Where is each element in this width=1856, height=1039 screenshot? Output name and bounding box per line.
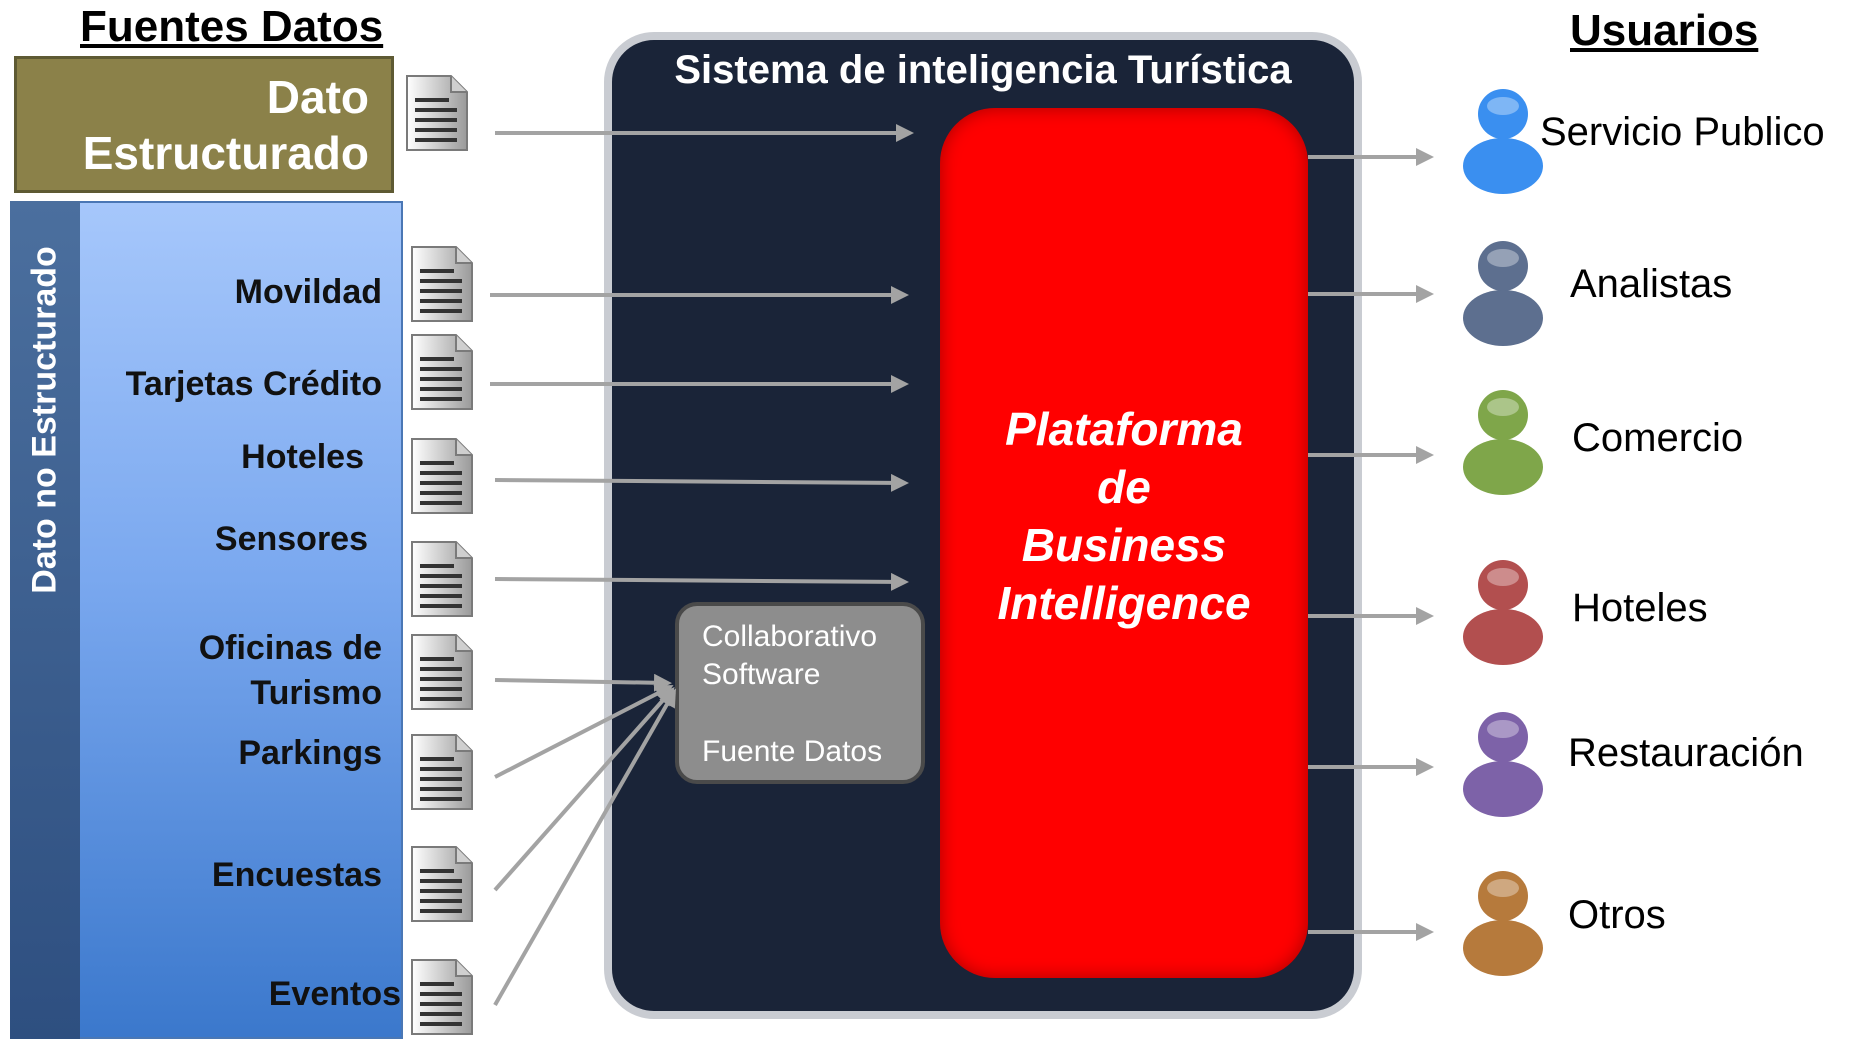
source-parkings: Parkings	[238, 734, 382, 772]
sources-header: Fuentes Datos	[80, 2, 384, 51]
arrow-eventos	[493, 688, 676, 1006]
bi-line-3: Business	[1021, 519, 1227, 571]
source-sensores: Sensores	[214, 520, 368, 558]
person-icon	[1463, 241, 1543, 346]
structured-data-label: Dato Estructurado	[83, 69, 369, 181]
source-hoteles: Hoteles	[241, 438, 364, 476]
arrow-hoteles	[494, 473, 909, 492]
bi-line-2: de	[1097, 461, 1151, 513]
user-otros: Otros	[1568, 893, 1666, 937]
document-icon	[411, 734, 473, 810]
person-icon	[1463, 390, 1543, 495]
source-eventos: Eventos	[268, 975, 401, 1013]
collab-line-1: Collaborativo	[702, 620, 878, 653]
bi-line-1: Plataforma	[1005, 403, 1243, 455]
source-encuestas: Encuestas	[211, 856, 382, 894]
source-oficinas-line1: Oficinas de	[198, 629, 382, 667]
source-tarjetas-credito: Tarjetas Crédito	[125, 365, 382, 403]
document-icon	[411, 438, 473, 514]
document-icon	[411, 846, 473, 922]
tourism-system-title: Sistema de inteligencia Turística	[674, 48, 1292, 92]
arrow-parkings	[494, 685, 674, 779]
document-icon	[411, 334, 473, 410]
source-movildad: Movildad	[234, 273, 382, 311]
structured-line-1: Dato	[266, 71, 369, 123]
structured-data-box: Dato Estructurado	[14, 56, 394, 193]
bi-platform-box	[940, 108, 1308, 978]
person-icon	[1463, 560, 1543, 665]
person-icon	[1463, 871, 1543, 976]
collaborative-software-box	[675, 602, 925, 784]
document-icon	[406, 75, 468, 151]
document-icon	[411, 634, 473, 710]
user-comercio: Comercio	[1572, 416, 1744, 460]
person-icon	[1463, 89, 1543, 194]
structured-line-2: Estructurado	[82, 127, 369, 179]
arrow-encuestas	[493, 687, 675, 892]
bi-platform-label: Plataforma de Business Intelligence	[940, 400, 1308, 632]
user-hoteles: Hoteles	[1572, 586, 1708, 630]
unstructured-data-strip	[10, 201, 80, 1039]
collab-line-3: Fuente Datos	[702, 735, 883, 768]
source-oficinas-line2: Turismo	[250, 674, 382, 712]
collab-line-2: Software	[702, 658, 821, 691]
person-icon	[1463, 712, 1543, 817]
user-restauracion: Restauración	[1568, 731, 1804, 775]
users-header: Usuarios	[1570, 6, 1759, 55]
document-icon	[411, 541, 473, 617]
user-servicio-publico: Servicio Publico	[1540, 110, 1825, 154]
user-analistas: Analistas	[1570, 262, 1733, 306]
document-icon	[411, 959, 473, 1035]
bi-line-4: Intelligence	[997, 577, 1251, 629]
document-icon	[411, 246, 473, 322]
arrow-oficinas	[494, 673, 672, 692]
arrow-sensores	[494, 572, 909, 591]
